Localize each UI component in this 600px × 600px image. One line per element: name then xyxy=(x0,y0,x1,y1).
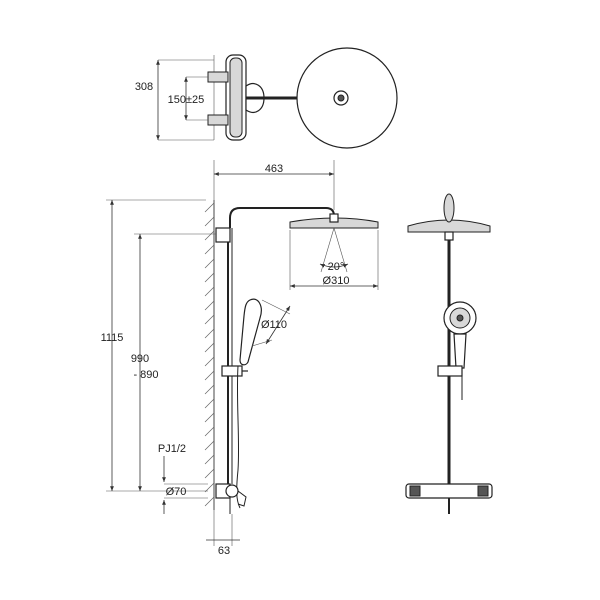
dim-connection-diameter: Ø70 xyxy=(166,486,187,498)
ext-110-bottom xyxy=(251,339,273,347)
front-head xyxy=(407,219,491,233)
ext-110-top xyxy=(261,299,291,315)
front-temperature-knob xyxy=(409,485,421,497)
top-valve-inner xyxy=(229,57,243,138)
top-head-joint-core xyxy=(337,94,345,102)
front-head-arm xyxy=(443,193,455,223)
dim-wall-offset: 63 xyxy=(218,545,230,557)
front-holder xyxy=(437,365,463,377)
dim-connection-thread: PJ1/2 xyxy=(158,443,186,455)
front-hand-shower-center xyxy=(456,314,464,322)
front-view xyxy=(405,193,493,514)
front-head-collar xyxy=(444,231,454,241)
wall-hatching xyxy=(204,202,215,507)
dim-line-110 xyxy=(265,305,291,345)
angle-arc xyxy=(319,263,349,268)
top-connector-upper xyxy=(207,71,229,83)
side-hand-shower xyxy=(239,298,262,366)
side-valve-knob xyxy=(225,484,239,498)
front-flow-knob xyxy=(477,485,489,497)
side-wall-bracket xyxy=(215,227,231,243)
side-view: 463 20° Ø310 Ø110 1115 990 - 890 PJ1/2 Ø… xyxy=(101,160,379,557)
dim-top-height: 308 xyxy=(135,81,153,93)
dim-head-angle: 20° xyxy=(328,261,345,273)
dim-adjust-top: 990 xyxy=(131,353,149,365)
top-view: 308 150±25 xyxy=(135,47,398,149)
side-shower-arm xyxy=(229,207,335,228)
side-hose xyxy=(236,365,241,509)
dim-total-height: 1115 xyxy=(101,332,124,344)
dim-arm-length: 463 xyxy=(265,163,283,175)
dim-hand-shower-diameter: Ø110 xyxy=(261,319,287,331)
front-hand-shower-handle xyxy=(453,333,467,369)
side-head xyxy=(289,217,379,229)
dim-head-diameter: Ø310 xyxy=(323,275,350,287)
side-head-joint xyxy=(329,213,339,223)
side-holder xyxy=(221,365,243,377)
top-connector-lower xyxy=(207,114,229,126)
side-valve-outlet xyxy=(237,490,247,507)
dim-valve-spacing: 150±25 xyxy=(168,94,205,106)
dim-adjust-bottom: - 890 xyxy=(133,369,158,381)
